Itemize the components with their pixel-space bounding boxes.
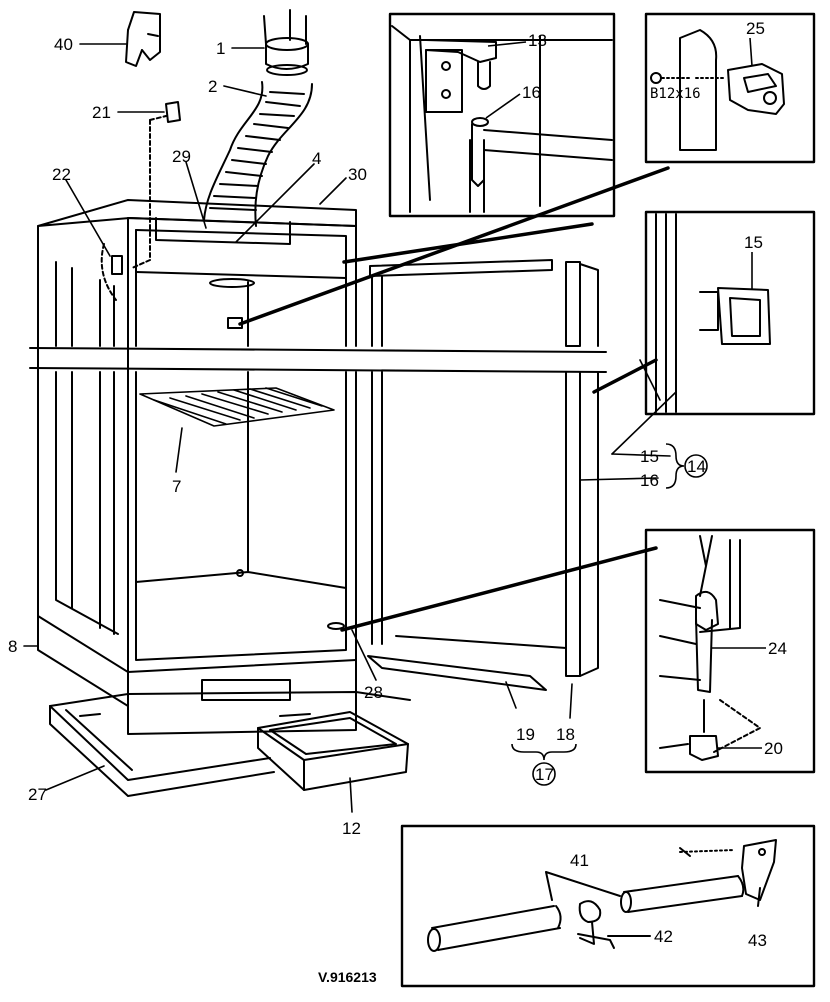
callout-43: 43	[748, 931, 767, 950]
callout-17: 17	[535, 765, 554, 784]
callout-8: 8	[8, 637, 17, 656]
callout-2: 2	[208, 77, 217, 96]
reference-code: V.916213	[318, 969, 377, 985]
brace-17	[511, 743, 577, 761]
callout-27: 27	[28, 785, 47, 804]
callout-41: 41	[570, 851, 589, 870]
callout-21: 21	[92, 103, 111, 122]
drawer	[257, 711, 409, 791]
callout-7: 7	[172, 477, 181, 496]
clip	[131, 101, 181, 269]
callout-28: 28	[364, 683, 383, 702]
callout-13: 13	[528, 31, 547, 50]
inset-top-hinge	[388, 12, 616, 218]
callout-42: 42	[654, 927, 673, 946]
callout-15-main: 15	[640, 447, 659, 466]
callout-14: 14	[687, 457, 706, 476]
callout-15-inset: 15	[744, 233, 763, 252]
callout-labels: 40 1 2 21 22 29 4 30 7 8 28 12 27 19 18 …	[8, 19, 787, 985]
leader-lines	[23, 43, 659, 813]
inset-rod-hook	[400, 824, 816, 988]
brace-14	[665, 443, 685, 489]
duct-connector	[263, 9, 309, 76]
callout-29: 29	[172, 147, 191, 166]
inset-catch	[644, 210, 816, 416]
callout-16-main: 16	[640, 471, 659, 490]
callout-1: 1	[216, 39, 225, 58]
inset-bottom-hinge	[644, 528, 816, 774]
circle-17	[532, 762, 556, 786]
callout-24: 24	[768, 639, 787, 658]
wire-shelf	[139, 387, 335, 427]
callout-30: 30	[348, 165, 367, 184]
callout-22: 22	[52, 165, 71, 184]
callout-18: 18	[556, 725, 575, 744]
cabinet-body	[37, 199, 357, 735]
circle-14	[684, 454, 708, 478]
callout-12: 12	[342, 819, 361, 838]
callout-20: 20	[764, 739, 783, 758]
callout-40: 40	[54, 35, 73, 54]
door-frame	[367, 259, 599, 691]
callout-16-inset: 16	[522, 83, 541, 102]
break-line	[29, 347, 607, 373]
callout-4: 4	[312, 149, 321, 168]
base-frame	[49, 691, 411, 797]
inset-bolt-bracket	[644, 12, 816, 164]
bolt-spec: B12x16	[650, 86, 701, 102]
hinge-bracket	[125, 11, 161, 67]
callout-25: 25	[746, 19, 765, 38]
detail-connector-lines	[238, 166, 670, 632]
callout-19: 19	[516, 725, 535, 744]
flex-duct	[203, 81, 313, 227]
